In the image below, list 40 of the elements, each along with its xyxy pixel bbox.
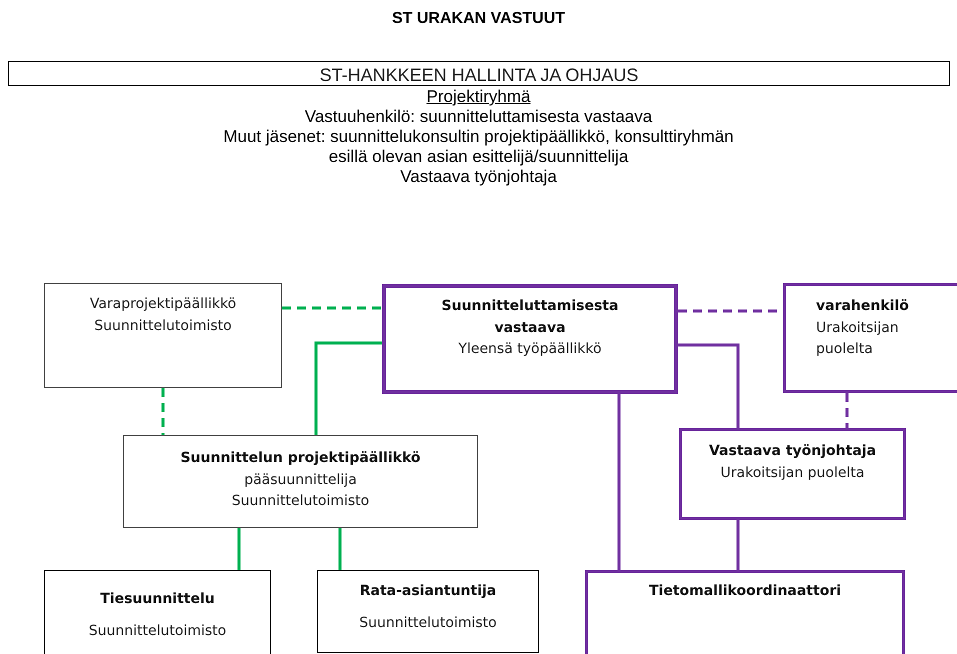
- connector-line: [162, 388, 164, 435]
- role-title: varahenkilö: [816, 297, 910, 316]
- note-text: Muut jäsenet: suunnittelukonsultin projektipäällikkö, konsulttiryhmän esillä olevan asian esittelijä/suunnittelija: [222, 126, 735, 166]
- group-heading: Projektiryhmä: [426, 87, 530, 107]
- heading-box: [8, 61, 950, 86]
- note-text: Vastaava työnjohtaja: [400, 166, 557, 186]
- role-box: [585, 570, 905, 654]
- connector-line: [678, 344, 740, 428]
- diagram-title: ST URAKAN VASTUUT: [390, 10, 566, 28]
- connector-line: [338, 528, 342, 570]
- connector-line: [238, 528, 240, 570]
- role-box: [783, 283, 957, 393]
- role-title: Tiesuunnittelu: [99, 590, 216, 609]
- connector-line: [846, 393, 848, 428]
- role-detail: Urakoitsijan puolelta: [816, 318, 900, 360]
- role-box: [317, 570, 539, 653]
- role-detail: Suunnittelutoimisto: [93, 316, 233, 336]
- role-box: [123, 435, 478, 528]
- role-name: Varaprojektipäällikkö: [88, 295, 238, 314]
- role-detail: Yleensä työpäällikkö: [457, 340, 603, 360]
- role-detail: Suunnittelutoimisto: [88, 622, 228, 641]
- role-detail: pääsuunnittelija: [243, 470, 358, 490]
- role-title: Tietomallikoordinaattori: [648, 582, 842, 601]
- role-title: Vastaava työnjohtaja: [708, 442, 878, 461]
- connector-line: [282, 306, 382, 310]
- role-detail: Suunnittelutoimisto: [358, 614, 498, 633]
- note-text: Vastuuhenkilö: suunnitteluttamisesta vastaava: [304, 106, 652, 127]
- role-name: ST-HANKKEEN HALLINTA JA OHJAUS: [318, 64, 640, 87]
- role-box: [382, 284, 678, 394]
- role-box: [44, 570, 271, 654]
- role-detail: Suunnittelutoimisto: [230, 492, 370, 512]
- connector-line: [736, 520, 740, 570]
- connector-line: [618, 394, 620, 570]
- role-title: Suunnitteluttamisesta vastaava: [440, 297, 620, 338]
- role-box: [679, 428, 906, 520]
- connector-line: [314, 342, 382, 435]
- role-title: Rata-asiantuntija: [358, 582, 498, 601]
- role-detail: Urakoitsijan puolelta: [720, 464, 866, 483]
- role-box: [44, 283, 282, 388]
- role-title: Suunnittelun projektipäällikkö: [179, 449, 422, 468]
